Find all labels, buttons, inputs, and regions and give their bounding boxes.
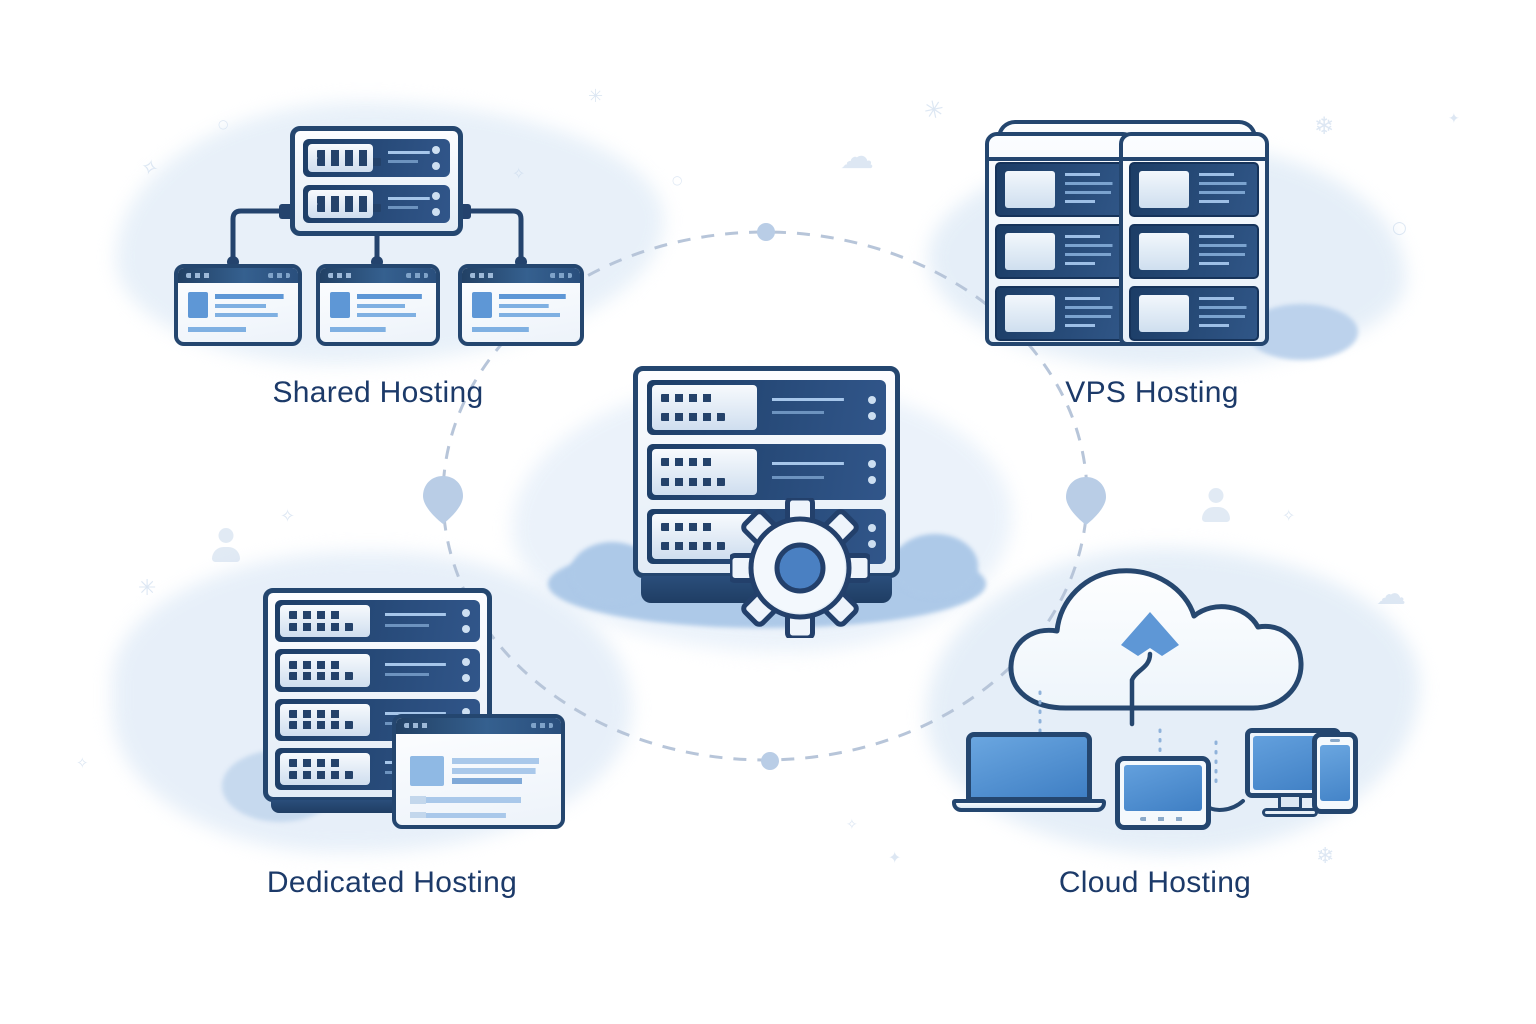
- gear-hub: [774, 542, 826, 594]
- window-titlebar: [396, 718, 561, 734]
- tablet-screen: [1124, 765, 1202, 811]
- window-content: [396, 734, 561, 825]
- vps-slot: [995, 286, 1125, 341]
- burst-icon: ✳: [138, 576, 157, 601]
- connector-left: [230, 208, 293, 267]
- person-icon: [1198, 488, 1234, 522]
- unit-buttons-panel: [308, 190, 381, 218]
- server-unit: [275, 649, 480, 692]
- cloud-stem: [1129, 651, 1153, 727]
- sparkle-icon: ✧: [846, 817, 858, 833]
- monitor-base: [1262, 808, 1318, 817]
- window-titlebar: [320, 268, 436, 283]
- vps-slot: [1129, 224, 1259, 279]
- circle-icon: ○: [218, 117, 229, 131]
- vps-slot: [995, 162, 1125, 217]
- sparkle-icon: ✧: [280, 506, 296, 527]
- window-content: [320, 283, 436, 342]
- server-unit: [303, 185, 450, 223]
- orbit-node-bottom: [761, 752, 779, 770]
- label-shared-hosting: Shared Hosting: [272, 376, 484, 409]
- server-unit: [647, 380, 886, 436]
- unit-display-panel: [377, 185, 450, 223]
- vps-slot: [1129, 162, 1259, 217]
- center-puddle-bump-right: [892, 534, 978, 598]
- unit-buttons-panel: [308, 144, 381, 172]
- tablet-icon: [1115, 756, 1211, 830]
- vps-slot: [995, 224, 1125, 279]
- server-unit: [275, 600, 480, 643]
- sparkle-icon: ✧: [1282, 506, 1296, 525]
- unit-buttons-panel: [280, 752, 371, 785]
- content-thumbnail: [188, 292, 208, 318]
- person-icon: [208, 528, 244, 562]
- cabinet-tower-left: [985, 132, 1135, 346]
- window-titlebar: [178, 268, 298, 283]
- unit-display-panel: [762, 380, 886, 436]
- cloud-icon: ☁: [1376, 577, 1406, 612]
- content-thumbnail: [410, 756, 444, 786]
- unit-display-panel: [377, 139, 450, 177]
- orbit-node-right-pin: [1066, 477, 1106, 525]
- connector-nub-left: [279, 204, 293, 219]
- circle-icon: ○: [1392, 218, 1407, 238]
- window-content: [462, 283, 580, 342]
- smartphone-icon: [1312, 732, 1358, 814]
- label-dedicated-hosting: Dedicated Hosting: [266, 866, 518, 899]
- window-titlebar: [462, 268, 580, 283]
- phone-speaker: [1330, 739, 1340, 742]
- label-cloud-hosting: Cloud Hosting: [1058, 866, 1252, 899]
- cloud-icon: ☁: [840, 137, 874, 177]
- unit-display-panel: [375, 600, 480, 643]
- content-thumbnail: [472, 292, 492, 318]
- sparkle-icon: ✧: [76, 754, 89, 772]
- cabinet-tower-right: [1119, 132, 1269, 346]
- unit-buttons-panel: [652, 513, 758, 559]
- unit-display-panel: [762, 444, 886, 500]
- unit-buttons-panel: [280, 703, 371, 736]
- snowflake-icon: ❄: [1316, 844, 1335, 869]
- laptop-base: [952, 799, 1106, 812]
- unit-buttons-panel: [652, 449, 758, 495]
- gear-icon: [730, 498, 870, 638]
- burst-icon: ✳: [588, 86, 604, 107]
- sparkle-icon: ✧: [512, 164, 526, 183]
- laptop-screen-icon: [966, 732, 1092, 802]
- circle-icon: ○: [672, 173, 683, 187]
- orbit-node-left-pin: [423, 476, 463, 524]
- unit-display-panel: [375, 649, 480, 692]
- vps-slot: [1129, 286, 1259, 341]
- orbit-node-top: [757, 223, 775, 241]
- tablet-buttons: [1140, 817, 1186, 821]
- server-unit: [303, 139, 450, 177]
- vps-hosting-cabinet-icon: [985, 120, 1269, 346]
- shared-hosting-server-icon: [290, 126, 463, 236]
- window-content: [178, 283, 298, 342]
- server-unit: [647, 444, 886, 500]
- label-vps-hosting: VPS Hosting: [1065, 376, 1239, 409]
- snowflake-icon: ❄: [1314, 112, 1335, 140]
- client-window-1: [174, 264, 302, 346]
- client-window-2: [316, 264, 440, 346]
- unit-buttons-panel: [652, 385, 758, 431]
- star-icon: ✦: [1448, 111, 1460, 127]
- connector-right: [460, 208, 524, 267]
- content-thumbnail: [330, 292, 350, 318]
- unit-buttons-panel: [280, 654, 371, 687]
- phone-screen: [1320, 745, 1350, 801]
- star-icon: ✦: [888, 848, 902, 867]
- upload-arrow-icon: [1121, 612, 1179, 656]
- client-window-3: [458, 264, 584, 346]
- admin-console-window: [392, 714, 565, 829]
- unit-buttons-panel: [280, 605, 371, 638]
